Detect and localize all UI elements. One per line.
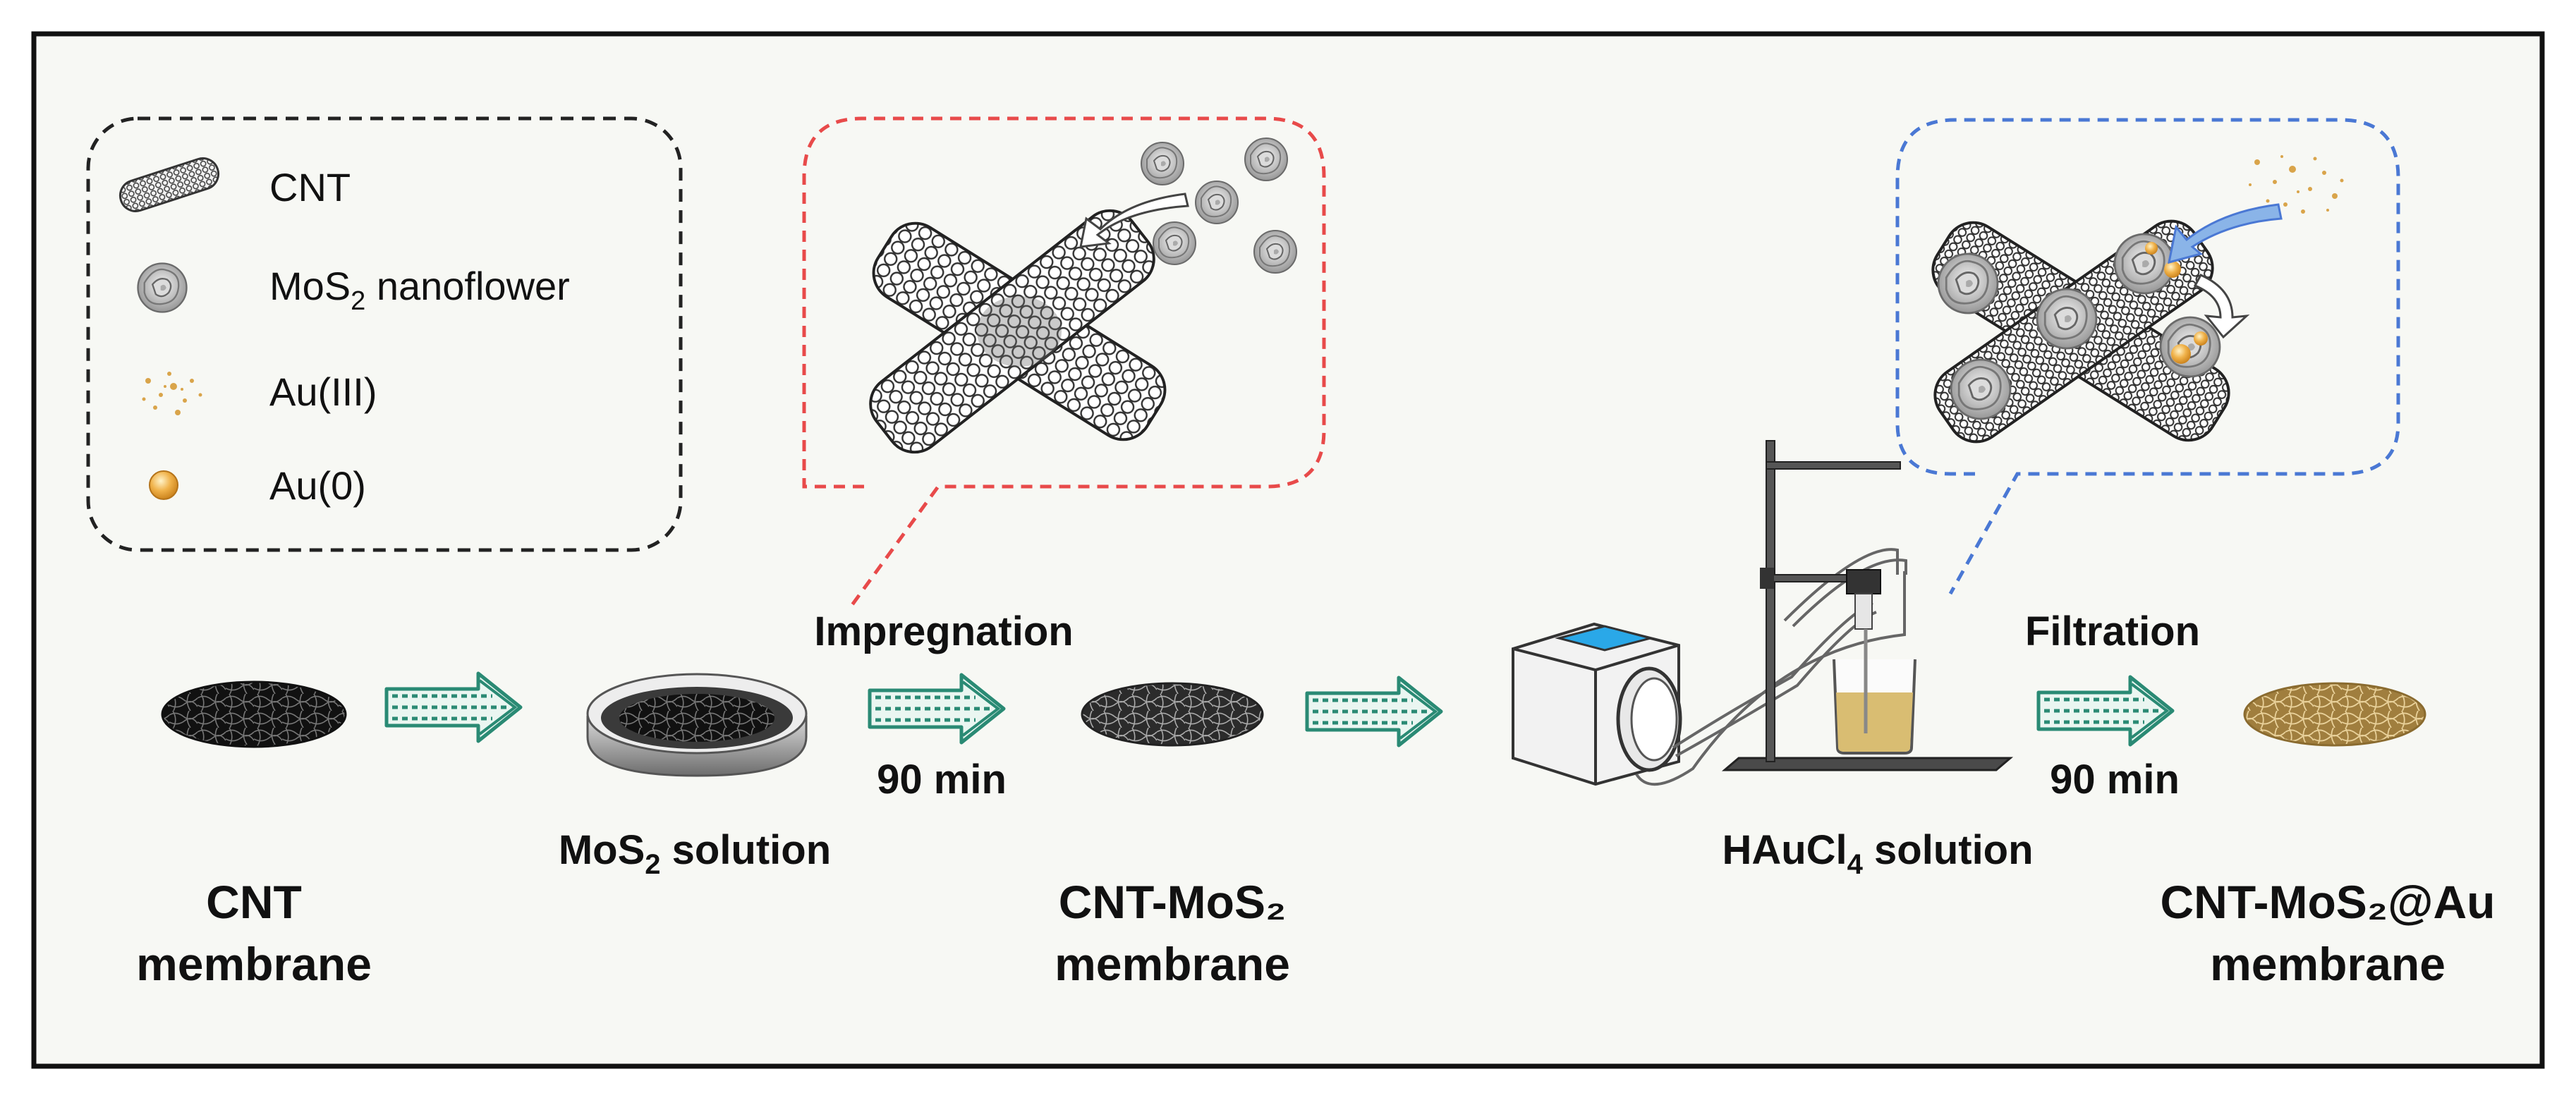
blue-arrow-icon [2168, 203, 2283, 264]
au3-particles-cluster [2249, 155, 2344, 214]
label-filtration: Filtration [2025, 609, 2200, 654]
curved-arrow-icon [1079, 193, 1189, 248]
label-cnt-mos2-line1: CNT-MoS₂ [1059, 876, 1287, 928]
filtration-pump-icon [1512, 622, 1682, 786]
filtration-callout [1895, 118, 2400, 595]
petri-dish-mos2 [586, 673, 808, 777]
label-cnt-mos2-line2: membrane [1055, 938, 1290, 990]
label-mos2-solution: MoS2 solution [559, 827, 831, 880]
crossed-cnt-icon [869, 209, 1167, 454]
legend-label-mos2: MoS2 nanoflower [269, 264, 570, 316]
cnt-mos2-au-membrane-disk [2243, 682, 2426, 747]
label-cnt-membrane-line2: membrane [136, 938, 372, 990]
label-filtration-time: 90 min [2050, 757, 2180, 802]
au0-sphere-icon [149, 470, 178, 500]
curved-arrow-white-icon [2193, 274, 2250, 339]
label-final-membrane-line1: CNT-MoS₂@Au [2161, 876, 2496, 928]
impregnation-callout [802, 116, 1326, 609]
au3-particles-icon [142, 372, 202, 415]
label-cnt-membrane-line1: CNT [206, 876, 302, 928]
legend-label-au3: Au(III) [269, 370, 377, 414]
cnt-mos2-membrane-disk [1081, 682, 1264, 747]
label-impregnation-time: 90 min [877, 757, 1007, 802]
cnt-membrane-disk [161, 680, 347, 748]
ring-stand-icon [1721, 440, 2014, 771]
cnt-tube-icon [119, 157, 220, 212]
legend-box: CNT MoS2 nanoflower Au(III) Au(0) [86, 116, 683, 552]
mos2-nanoflower-icon [137, 262, 188, 313]
label-haucl4-solution: HAuCl4 solution [1722, 827, 2033, 880]
label-impregnation: Impregnation [814, 609, 1073, 654]
legend-label-cnt: CNT [269, 165, 351, 209]
figure-frame [31, 31, 2545, 1069]
legend-label-au0: Au(0) [269, 463, 366, 508]
label-final-membrane-line2: membrane [2210, 938, 2446, 990]
